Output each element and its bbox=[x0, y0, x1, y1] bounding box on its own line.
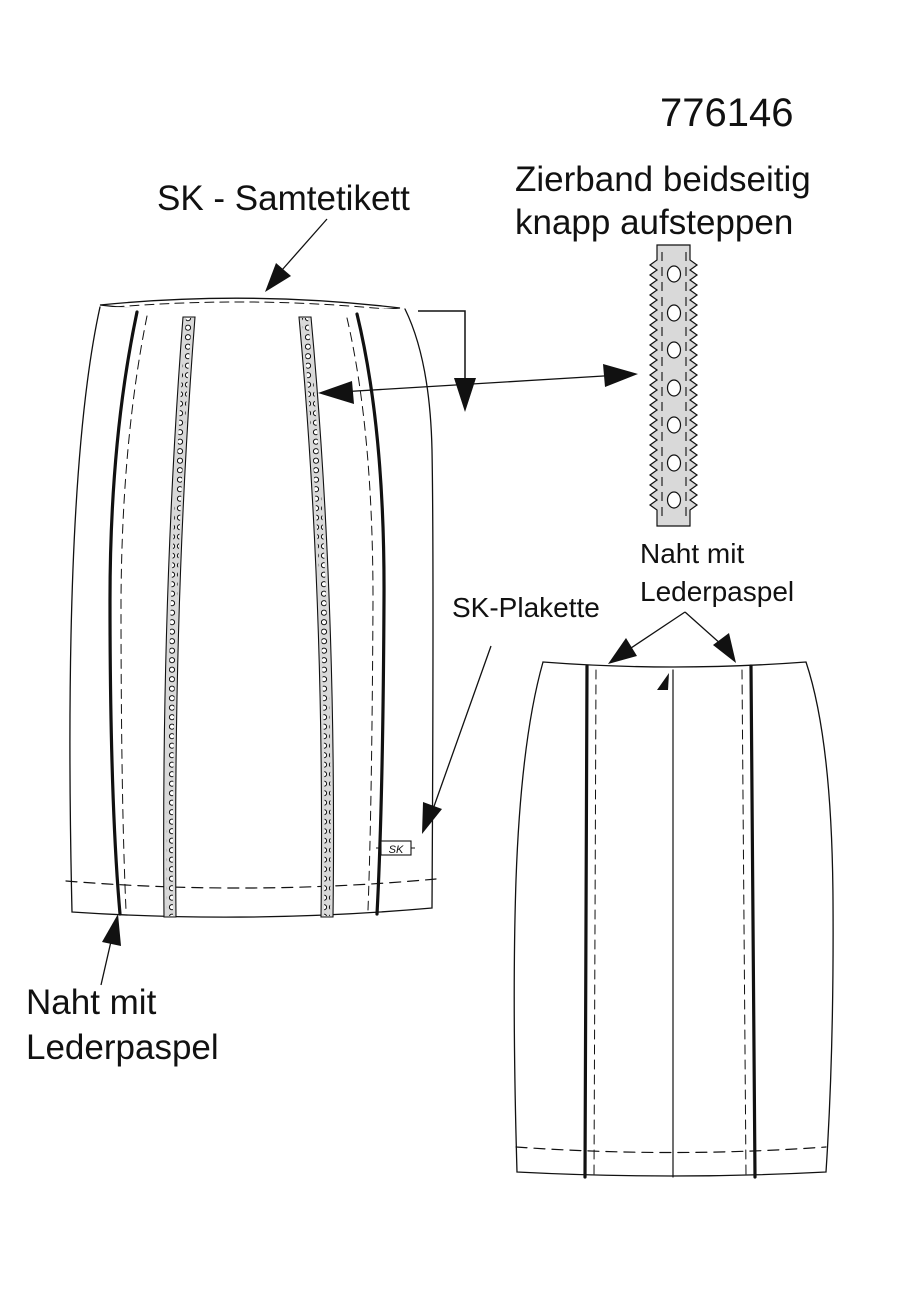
naht-front-leader bbox=[100, 936, 113, 986]
naht-back-arrowhead-left bbox=[608, 638, 637, 664]
front-waistband-stitching bbox=[114, 301, 386, 310]
label-naht-front-line2: Lederpaspel bbox=[26, 1028, 219, 1067]
back-hem-stitching bbox=[515, 1146, 827, 1154]
sk-plakette-mark: SK bbox=[389, 844, 404, 856]
zierband-eyelet bbox=[666, 341, 682, 359]
zierband-eyelet bbox=[666, 379, 682, 397]
naht-back-leader-right bbox=[684, 611, 723, 646]
zierband-eyelet bbox=[666, 416, 682, 434]
naht-back-arrowhead-right bbox=[713, 633, 736, 663]
front-outline bbox=[69, 306, 434, 918]
label-naht-front-line1: Naht mit bbox=[26, 983, 157, 1022]
front-right-topstitch bbox=[346, 317, 374, 911]
back-right-piping-seam bbox=[749, 664, 757, 1179]
zierband-eyelet bbox=[666, 491, 682, 509]
view-direction-bracket bbox=[418, 310, 466, 385]
plakette-arrowhead bbox=[422, 802, 442, 834]
zierband-eyelet bbox=[666, 454, 682, 472]
front-left-topstitch bbox=[120, 315, 148, 911]
label-zierband-line1: Zierband beidseitig bbox=[515, 160, 811, 199]
back-skirt bbox=[513, 661, 834, 1179]
label-naht-back-line1: Naht mit bbox=[640, 538, 744, 569]
front-tape-left-eyelets bbox=[166, 318, 192, 916]
label-naht-back-line2: Lederpaspel bbox=[640, 576, 794, 607]
front-skirt bbox=[65, 297, 437, 918]
front-left-piping-seam bbox=[108, 310, 139, 916]
back-left-piping-seam bbox=[583, 664, 589, 1179]
zierband-detail bbox=[648, 244, 699, 527]
front-tape-right-eyelets bbox=[302, 318, 331, 916]
samtetikett-arrowhead bbox=[265, 263, 291, 292]
samtetikett-leader bbox=[281, 218, 328, 271]
annotation-leaders bbox=[100, 218, 736, 986]
zierband-eyelet bbox=[666, 265, 682, 283]
label-plakette: SK-Plakette bbox=[452, 592, 600, 623]
article-number: 776146 bbox=[660, 91, 793, 135]
back-outline bbox=[513, 661, 834, 1177]
zierband-eyelet bbox=[666, 304, 682, 322]
label-zierband-line2: knapp aufsteppen bbox=[515, 203, 793, 242]
naht-back-leader-left bbox=[627, 611, 686, 651]
view-direction-arrowhead bbox=[454, 378, 476, 412]
plakette-leader bbox=[431, 645, 492, 813]
zierband-arrowhead-right bbox=[603, 364, 638, 387]
front-right-piping-seam bbox=[355, 312, 386, 916]
sk-plakette-badge: SK bbox=[376, 840, 416, 856]
naht-front-arrowhead bbox=[102, 914, 121, 946]
label-samtetikett: SK - Samtetikett bbox=[157, 179, 410, 218]
back-zipper-mark bbox=[657, 673, 669, 690]
back-left-topstitch bbox=[593, 669, 597, 1178]
front-hem-stitching bbox=[65, 878, 437, 889]
zierband-leader bbox=[339, 374, 621, 393]
zierband-arrowhead-left bbox=[318, 381, 354, 404]
back-right-topstitch bbox=[741, 669, 747, 1178]
